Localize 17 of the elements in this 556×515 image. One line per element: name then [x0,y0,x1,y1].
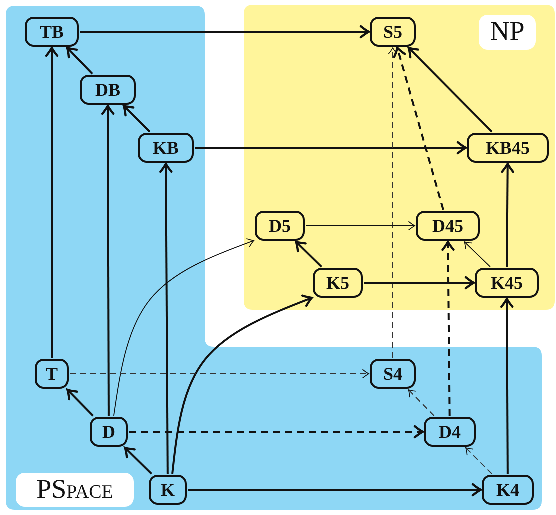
state-box: D4 [424,417,476,447]
state-box: S4 [370,359,416,389]
class-label: NP [479,15,536,50]
state-box: D [90,417,128,447]
state-box: D5 [255,211,305,241]
state-box: K45 [475,268,539,298]
state-box: K4 [482,475,534,505]
class-label: PSpace [16,473,134,507]
state-box: DB [80,75,136,105]
state-box: T [35,359,69,389]
state-box: D45 [416,211,480,241]
state-box: K [149,475,187,505]
state-box: KB [138,133,194,163]
state-box: S5 [370,17,416,47]
state-box: KB45 [467,133,549,163]
state-box: TB [25,17,79,47]
state-box: K5 [313,268,363,298]
